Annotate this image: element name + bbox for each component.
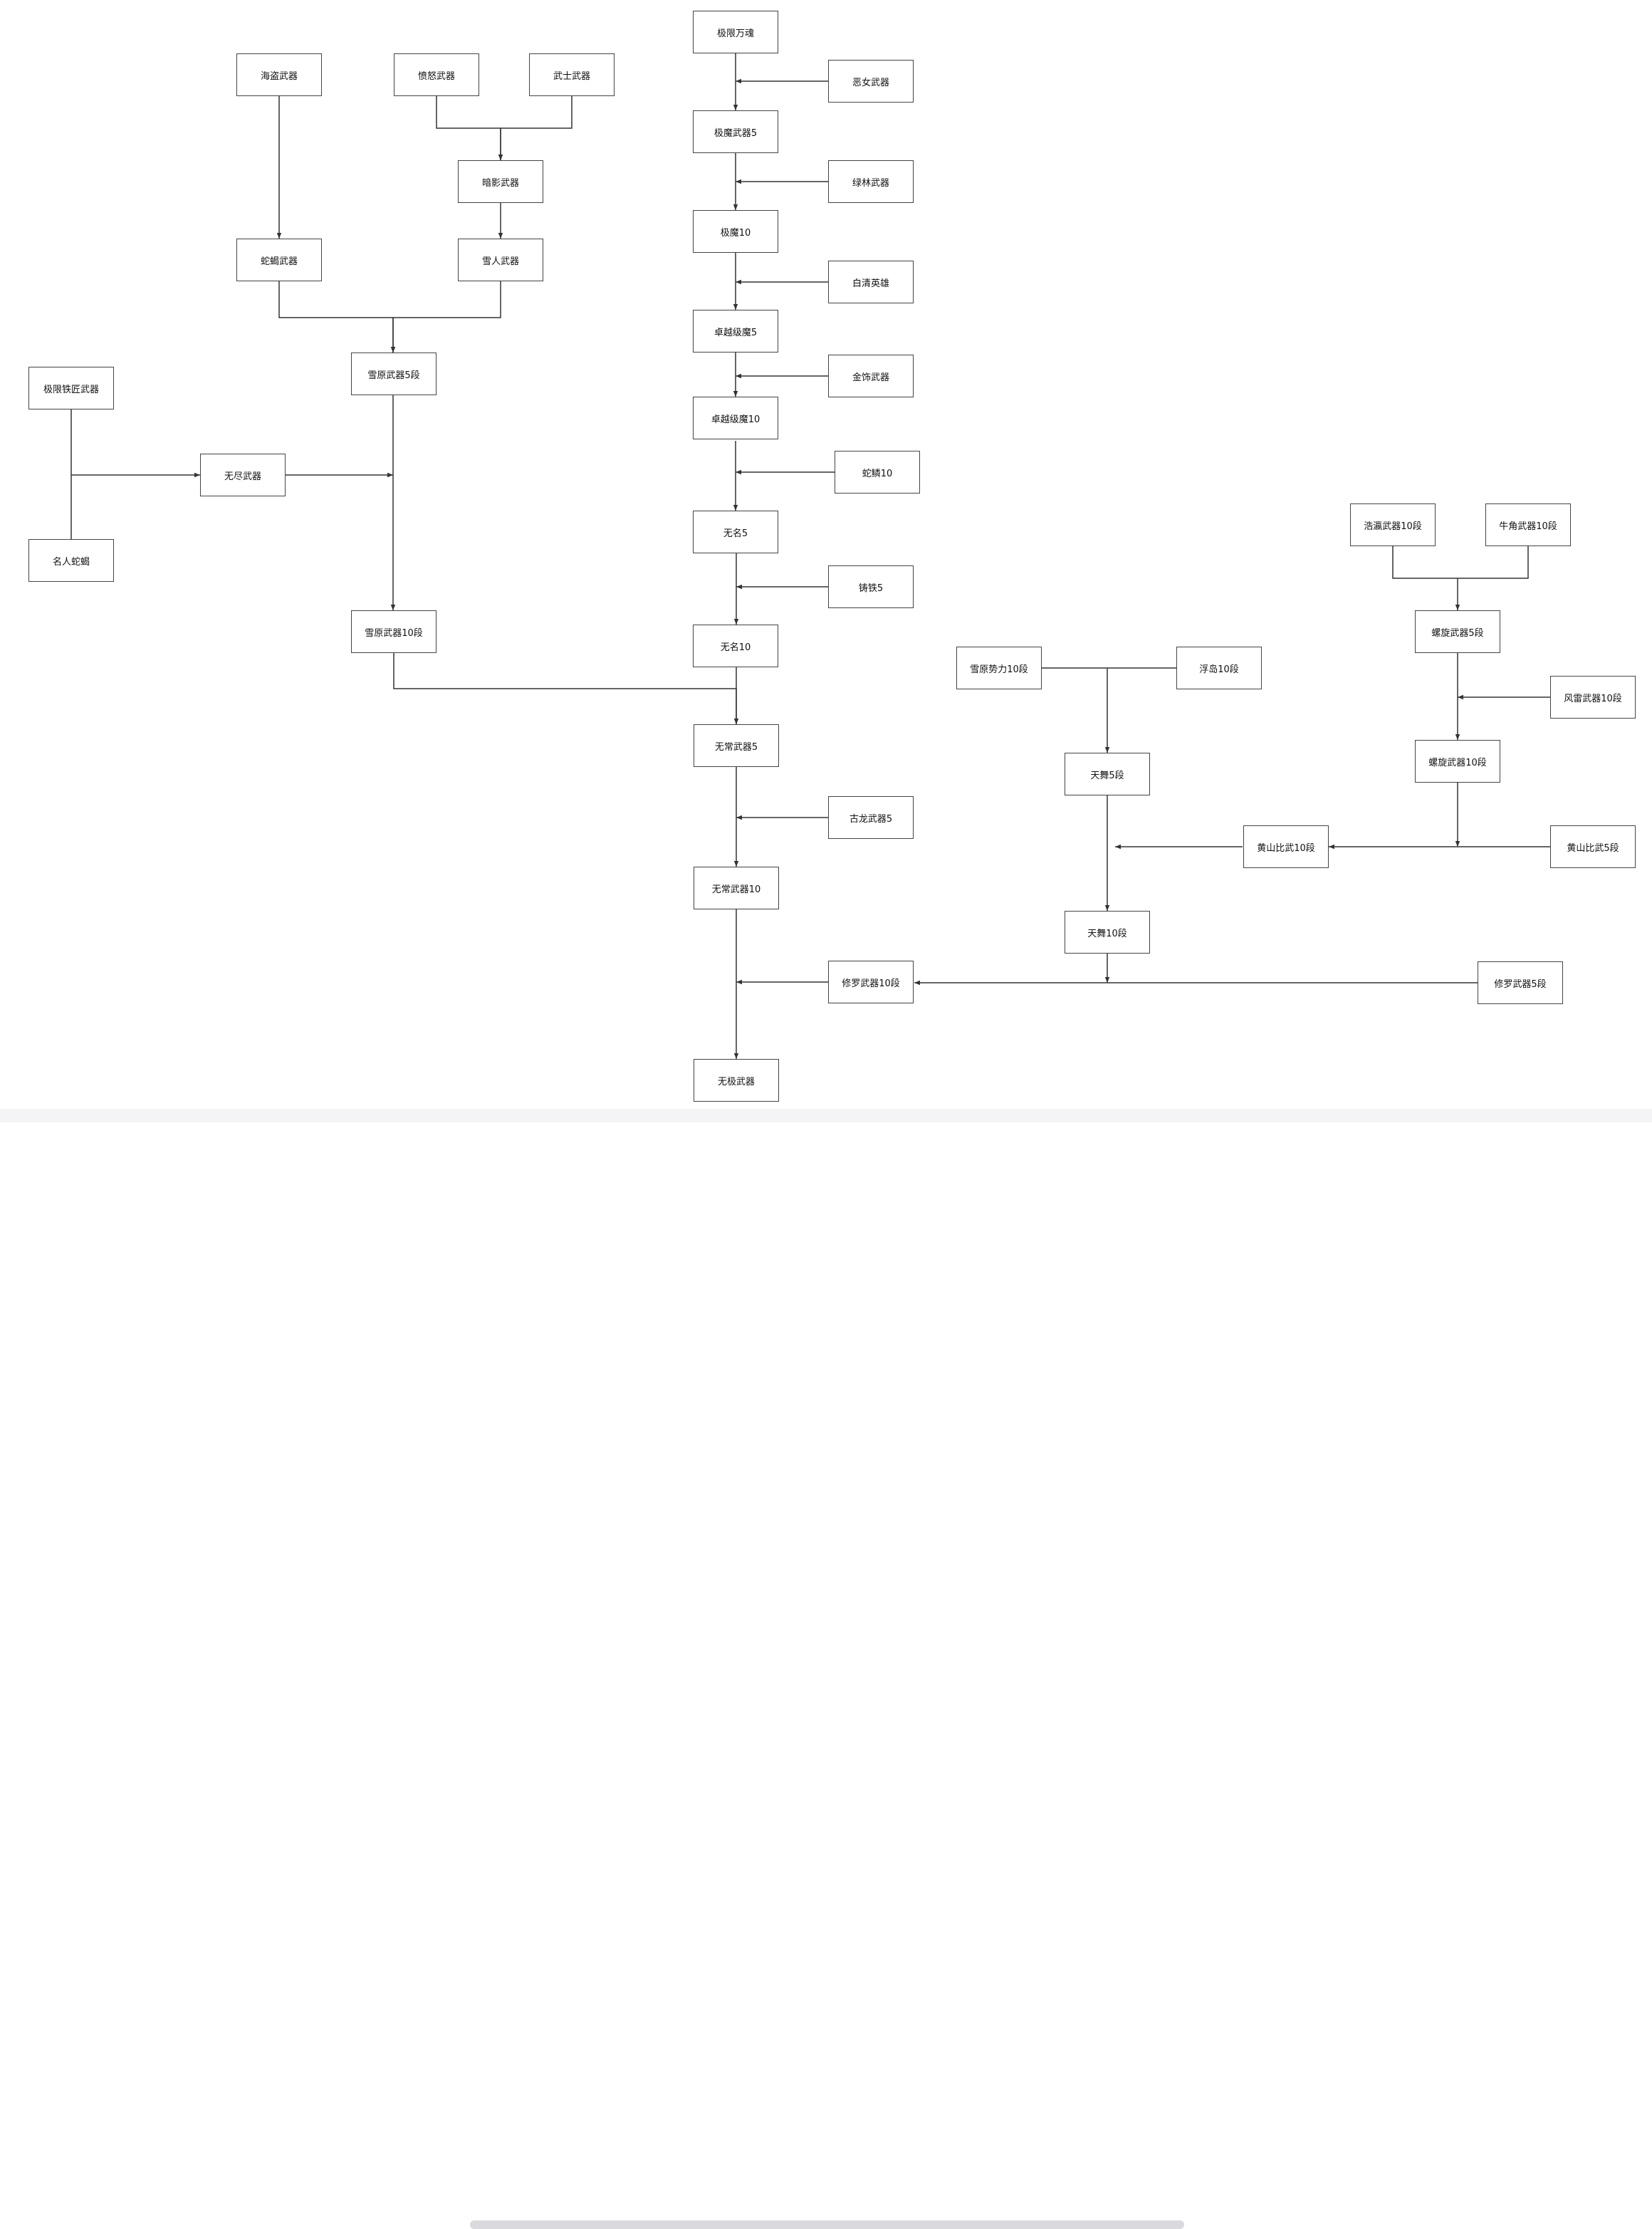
- node-label: 极限铁匠武器: [43, 384, 99, 395]
- node-luoxuan-wuqi10duan[interactable]: 螺旋武器10段: [1415, 740, 1500, 783]
- node-anying-wuqi[interactable]: 暗影武器: [458, 160, 543, 203]
- connector: [1392, 546, 1529, 579]
- node-xueyuan-wuqi10duan[interactable]: 雪原武器10段: [351, 610, 436, 653]
- node-wuchang-wuqi5[interactable]: 无常武器5: [694, 724, 779, 767]
- node-label: 愤怒武器: [417, 71, 455, 82]
- node-label: 卓越级魔10: [711, 414, 760, 425]
- node-label: 浩瀛武器10段: [1364, 521, 1422, 532]
- node-luoxuan-wuqi5duan[interactable]: 螺旋武器5段: [1415, 610, 1500, 653]
- node-enu-wuqi[interactable]: 恶女武器: [828, 60, 914, 103]
- node-label: 绿林武器: [852, 177, 889, 189]
- node-label: 螺旋武器10段: [1428, 757, 1487, 768]
- node-wuchang-wuqi10[interactable]: 无常武器10: [694, 867, 779, 909]
- node-fenglei-wuqi10duan[interactable]: 风雷武器10段: [1550, 676, 1636, 719]
- node-label: 风雷武器10段: [1564, 693, 1622, 704]
- node-label: 海盗武器: [260, 71, 298, 82]
- node-jixian-wanhun[interactable]: 极限万魂: [693, 11, 778, 53]
- node-label: 牛角武器10段: [1499, 521, 1557, 532]
- node-label: 无名10: [720, 642, 751, 653]
- connector: [393, 653, 739, 724]
- node-label: 恶女武器: [852, 77, 889, 88]
- node-label: 蛇鳞10: [862, 468, 893, 479]
- node-jixian-tiejiang-wuqi[interactable]: 极限铁匠武器: [28, 367, 114, 409]
- node-xueyuan-shili10duan[interactable]: 雪原势力10段: [956, 647, 1042, 689]
- node-label: 武士武器: [553, 71, 590, 82]
- node-label: 雪原武器5段: [367, 370, 420, 381]
- node-label: 极魔武器5: [713, 127, 758, 139]
- node-niujiao-wuqi10duan[interactable]: 牛角武器10段: [1485, 503, 1571, 546]
- node-label: 修罗武器5段: [1494, 978, 1547, 990]
- node-huangshan-biwu5duan[interactable]: 黄山比武5段: [1550, 825, 1636, 868]
- node-label: 卓越级魔5: [713, 327, 758, 338]
- connector: [498, 96, 573, 160]
- node-label: 无常武器10: [711, 884, 761, 895]
- node-label: 黄山比武10段: [1257, 842, 1315, 854]
- node-xiuluo-wuqi5duan[interactable]: 修罗武器5段: [1478, 961, 1563, 1004]
- node-huangshan-biwu10duan[interactable]: 黄山比武10段: [1243, 825, 1329, 868]
- connector: [390, 281, 501, 353]
- node-zhuoyue-jimo5[interactable]: 卓越级魔5: [693, 310, 778, 353]
- node-mingren-shexie[interactable]: 名人蛇蝎: [28, 539, 114, 582]
- connector: [436, 96, 503, 160]
- node-label: 螺旋武器5段: [1431, 627, 1484, 639]
- node-label: 暗影武器: [481, 177, 519, 189]
- node-label: 无尽武器: [224, 471, 261, 482]
- node-wushi-wuqi[interactable]: 武士武器: [529, 53, 615, 96]
- node-label: 铸铁5: [858, 583, 884, 594]
- diagram-canvas: 极限万魂恶女武器极魔武器5 绿林武器极魔10 白清英雄卓越级魔5 金饰武器卓越级魔10…: [28, 11, 1636, 1102]
- node-label: 雪原武器10段: [365, 627, 423, 639]
- node-jimo10[interactable]: 极魔10: [693, 210, 778, 253]
- node-label: 修罗武器10段: [842, 978, 900, 989]
- node-xiuluo-wuqi10duan[interactable]: 修罗武器10段: [828, 961, 914, 1003]
- node-tianwu5duan[interactable]: 天舞5段: [1065, 753, 1150, 795]
- node-label: 雪人武器: [481, 256, 519, 267]
- node-zhuoyue-jimo10[interactable]: 卓越级魔10: [693, 397, 778, 439]
- node-shexie-wuqi[interactable]: 蛇蝎武器: [236, 239, 322, 281]
- node-lvlin-wuqi[interactable]: 绿林武器: [828, 160, 914, 203]
- connector-layer: [70, 53, 1550, 1059]
- node-label: 蛇蝎武器: [260, 256, 298, 267]
- node-label: 金饰武器: [852, 372, 889, 383]
- node-haoying-wuqi10duan[interactable]: 浩瀛武器10段: [1350, 503, 1436, 546]
- node-label: 黄山比武5段: [1567, 842, 1619, 854]
- node-fennu-wuqi[interactable]: 愤怒武器: [394, 53, 479, 96]
- node-label: 极魔10: [720, 227, 751, 239]
- node-label: 极限万魂: [716, 28, 754, 39]
- node-haidao-wuqi[interactable]: 海盗武器: [236, 53, 322, 96]
- node-jimo-wuqi5[interactable]: 极魔武器5: [693, 110, 778, 153]
- node-label: 无名5: [723, 528, 748, 539]
- node-shelin10[interactable]: 蛇鳞10: [835, 451, 920, 494]
- scrollbar-thumb[interactable]: [470, 2220, 1184, 2229]
- node-label: 雪原势力10段: [970, 664, 1028, 675]
- node-label: 浮岛10段: [1199, 664, 1239, 675]
- node-wujin-wuqi[interactable]: 无尽武器: [200, 454, 286, 496]
- node-label: 白清英雄: [852, 278, 889, 289]
- node-gulong-wuqi5[interactable]: 古龙武器5: [828, 796, 914, 839]
- node-tianwu10duan[interactable]: 天舞10段: [1065, 911, 1150, 954]
- node-fudao10duan[interactable]: 浮岛10段: [1176, 647, 1262, 689]
- horizontal-scrollbar[interactable]: [0, 1109, 1652, 2229]
- node-label: 天舞10段: [1087, 928, 1127, 939]
- node-label: 名人蛇蝎: [52, 556, 90, 568]
- node-label: 无极武器: [717, 1076, 755, 1087]
- connector: [278, 281, 396, 353]
- node-label: 天舞5段: [1090, 770, 1124, 781]
- node-zhutie5[interactable]: 铸铁5: [828, 565, 914, 608]
- node-wuming5[interactable]: 无名5: [693, 511, 778, 553]
- node-jinshi-wuqi[interactable]: 金饰武器: [828, 355, 914, 397]
- node-wuming10[interactable]: 无名10: [693, 625, 778, 667]
- node-xueyuan-wuqi5duan[interactable]: 雪原武器5段: [351, 353, 436, 395]
- node-baiqing-yingxiong[interactable]: 白清英雄: [828, 261, 914, 303]
- node-wuji-wuqi[interactable]: 无极武器: [694, 1059, 779, 1102]
- node-xueren-wuqi[interactable]: 雪人武器: [458, 239, 543, 281]
- node-label: 无常武器5: [714, 741, 758, 753]
- node-label: 古龙武器5: [849, 813, 893, 825]
